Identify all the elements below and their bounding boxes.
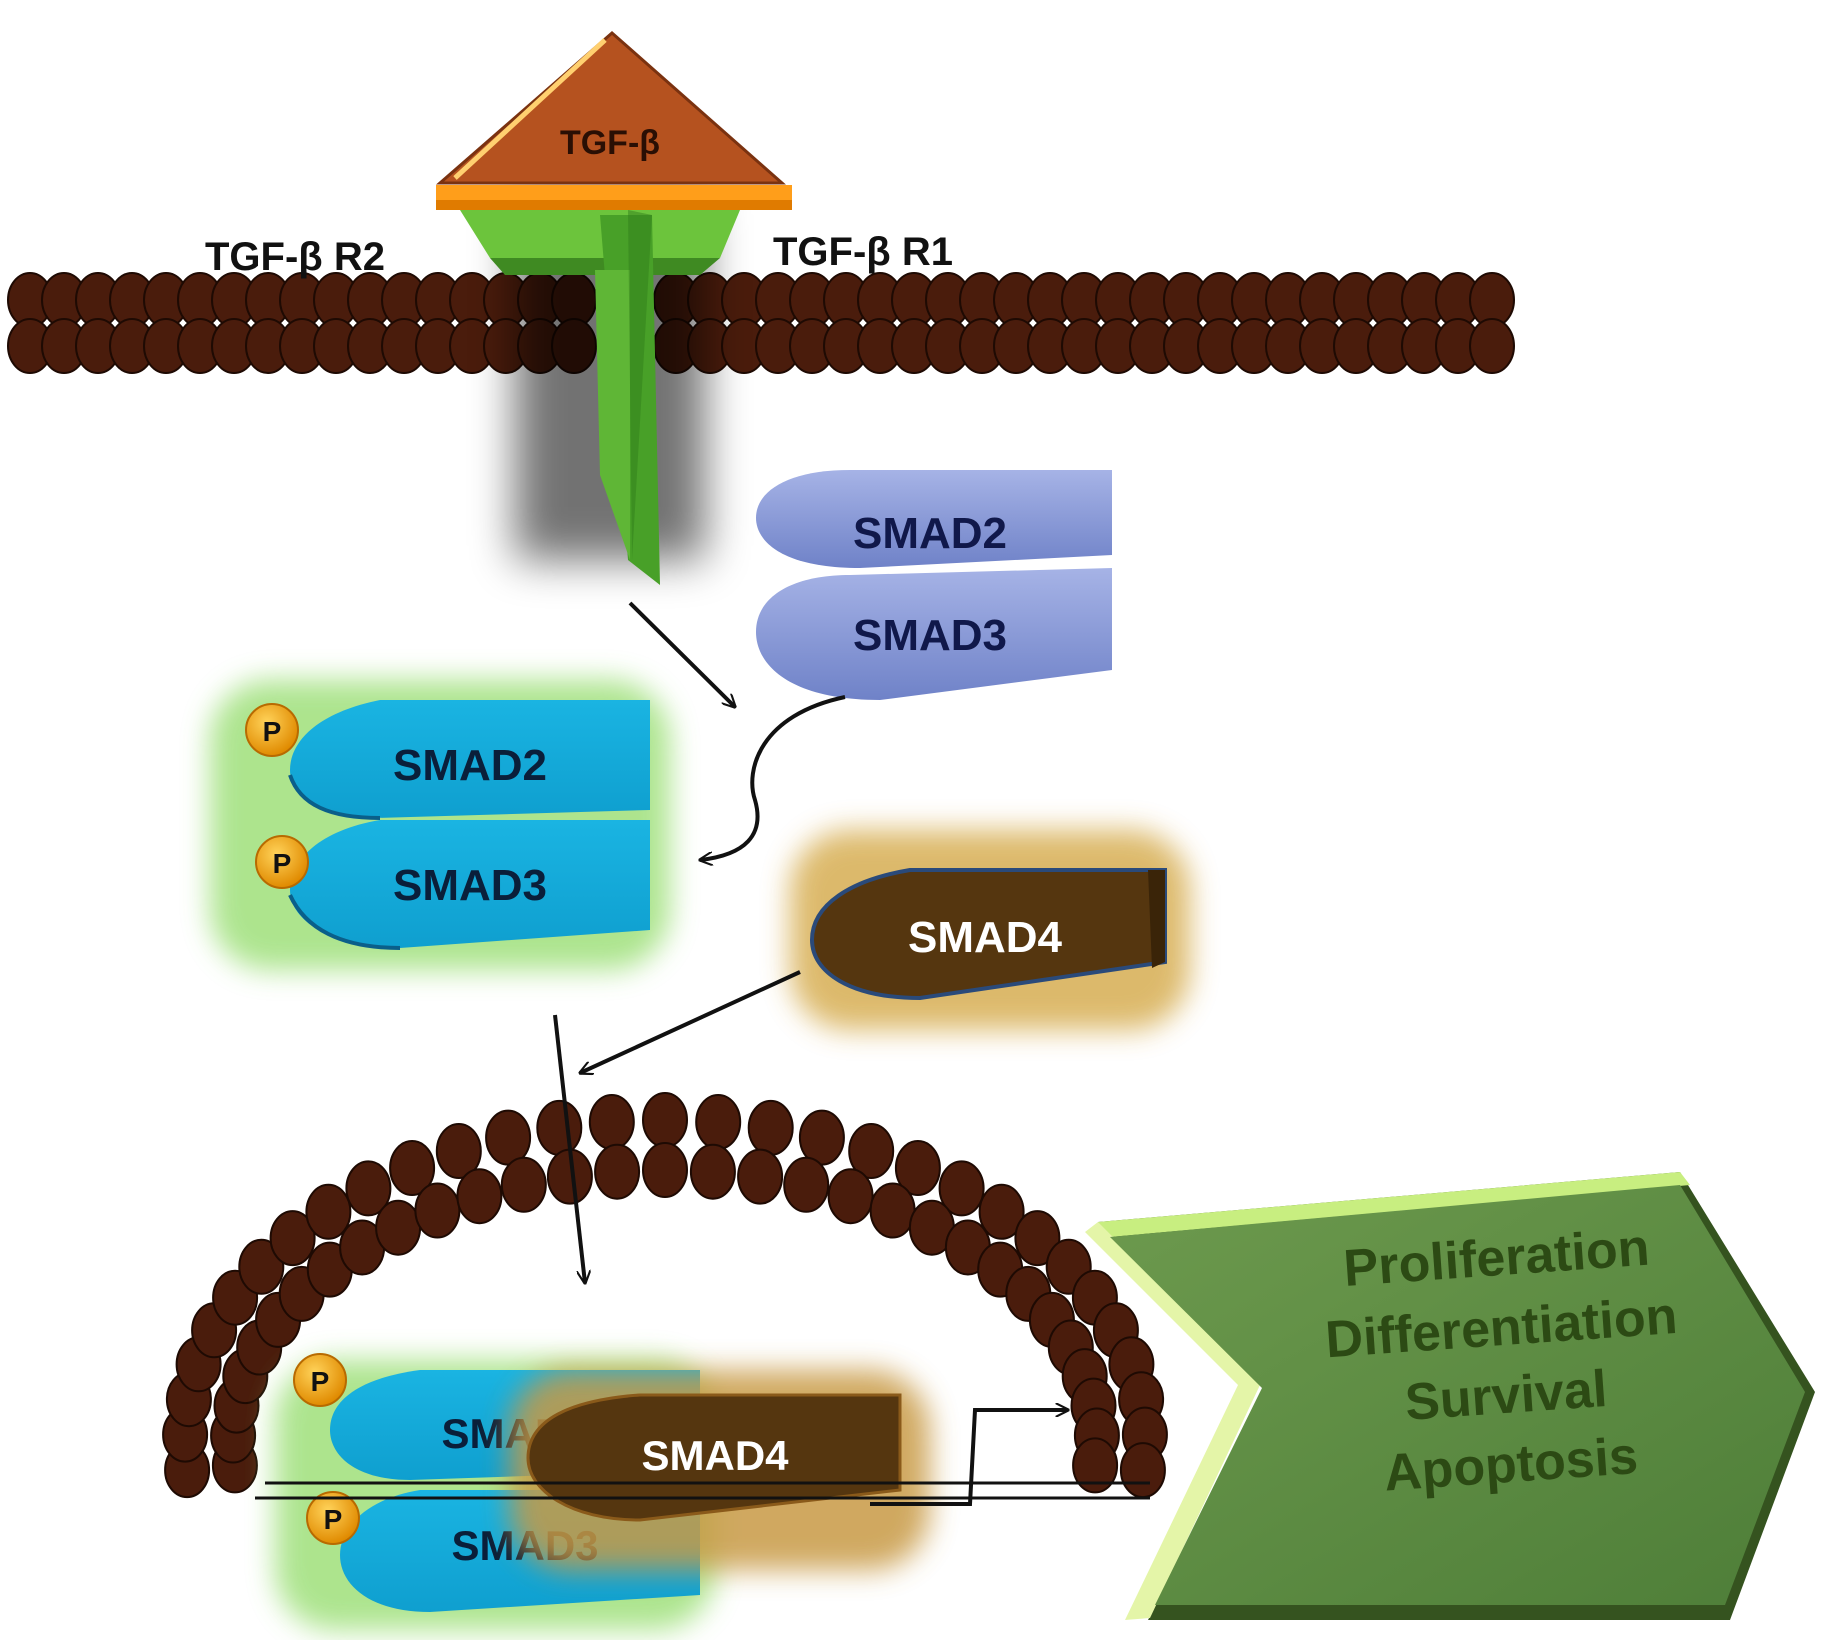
nuclear-lipid-head-outer [536,1099,583,1156]
nuclear-lipid-head-outer [978,1183,1025,1240]
arrow-transcription [870,1410,1068,1506]
nuclear-lipid-head-outer [848,1123,895,1179]
smad2-inactive-label: SMAD2 [853,509,1007,558]
receptor-r2-stem [595,270,630,560]
receptor-complex [460,200,740,585]
smad3-inactive-shape [756,568,1112,700]
nuclear-lipid-head-outer [894,1140,941,1196]
nuclear-lipid-head-outer [435,1123,482,1179]
smad3-inactive-label: SMAD3 [853,611,1007,660]
outcome-chevron: Proliferation Differentiation Survival A… [1085,1172,1815,1620]
smad-phospho-complex: SMAD2 SMAD3 P P [210,680,670,970]
smad2-phospho-shape [290,700,650,818]
smad2-phospho-label: SMAD2 [393,741,547,790]
smad4-free: SMAD4 [790,830,1190,1030]
nuclear-lipid-head-outer [938,1160,985,1217]
receptor-r2-top [460,210,740,258]
smad4-free-shape [809,868,1167,1001]
nuclear-lipid-head-outer [269,1210,316,1267]
nuclear-lipid-head-outer [305,1183,352,1240]
dna-strand [255,1481,1150,1500]
nuclear-lipid-head-outer [389,1140,436,1196]
phospho-group-nuclear-smad3 [306,1491,360,1545]
smad-inactive-complex: SMAD2 SMAD3 [756,470,1112,700]
arrow-smad-phosphorylation [700,695,846,860]
nuclear-lipid-head-inner [500,1156,547,1213]
phospho-label-nuclear-smad2: P [311,1366,330,1397]
nuclear-lipid-head-outer [798,1109,845,1166]
smad4-free-label: SMAD4 [908,913,1063,962]
nuclear-smad-complex: SMAD2 SMAD3 P P SMAD4 [275,1353,930,1630]
nuclear-lipid-head-outer [485,1109,532,1166]
phospho-group-nuclear-smad2 [293,1353,347,1407]
nuclear-membrane [162,1092,1168,1499]
outcome-chevron-body [1110,1185,1805,1605]
ligand-label: TGF-β [560,124,660,162]
nuclear-lipid-head-outer [747,1099,794,1156]
smad4-nuclear-label: SMAD4 [641,1432,789,1479]
nuclear-lipid-head-inner [642,1142,688,1198]
nuclear-lipid-head-outer [642,1092,688,1148]
nuclear-lipid-head-inner [827,1168,874,1225]
receptor-r2-label: TGF-β R2 [205,235,385,279]
arrow-receptor-to-smad [628,601,735,707]
nuclear-lipid-head-inner [1072,1437,1119,1494]
nuclear-lipid-head-outer [695,1094,742,1150]
tgf-beta-ligand: TGF-β [435,31,792,210]
phospho-group-smad2 [245,703,299,757]
nuclear-lipid-head-inner [869,1182,916,1239]
ligand-triangle [435,31,786,185]
arrow-nuclear-translocation [553,1014,585,1283]
receptor-r1-label: TGF-β R1 [773,230,953,274]
smad4-nuclear-shape [526,1393,902,1522]
arrow-smad4-binding [580,970,801,1073]
nuclear-lipid-head-inner [737,1148,784,1205]
outcome-survival: Survival [1403,1360,1609,1432]
nuclear-lipid-head-inner [456,1168,503,1225]
nuclear-lipid-head-outer [1014,1210,1061,1267]
smad3-phospho-label: SMAD3 [393,861,547,910]
nuclear-lipid-head-inner [689,1143,736,1200]
smad3-phospho-shape [290,820,650,948]
nuclear-lipid-head-outer [1119,1442,1166,1499]
nuclear-lipid-head-inner [414,1182,461,1239]
nuclear-lipid-head-inner [783,1156,830,1213]
pathway-arrows [553,601,1068,1506]
smad2-inactive-shape [756,470,1112,568]
nuclear-lipid-head-inner [375,1199,422,1256]
nuclear-lipid-head-inner [594,1143,641,1200]
lipid-head-inner [1469,318,1515,374]
nuclear-lipid-head-outer [345,1160,392,1217]
phospho-group-smad3 [255,835,309,889]
nuclear-lipid-head-outer [588,1094,635,1150]
nuclear-lipid-head-outer [238,1238,285,1295]
phospho-label-smad2: P [263,716,282,747]
plasma-membrane [7,272,1515,374]
phospho-label-smad3: P [273,848,292,879]
phospho-label-nuclear-smad3: P [324,1504,343,1535]
